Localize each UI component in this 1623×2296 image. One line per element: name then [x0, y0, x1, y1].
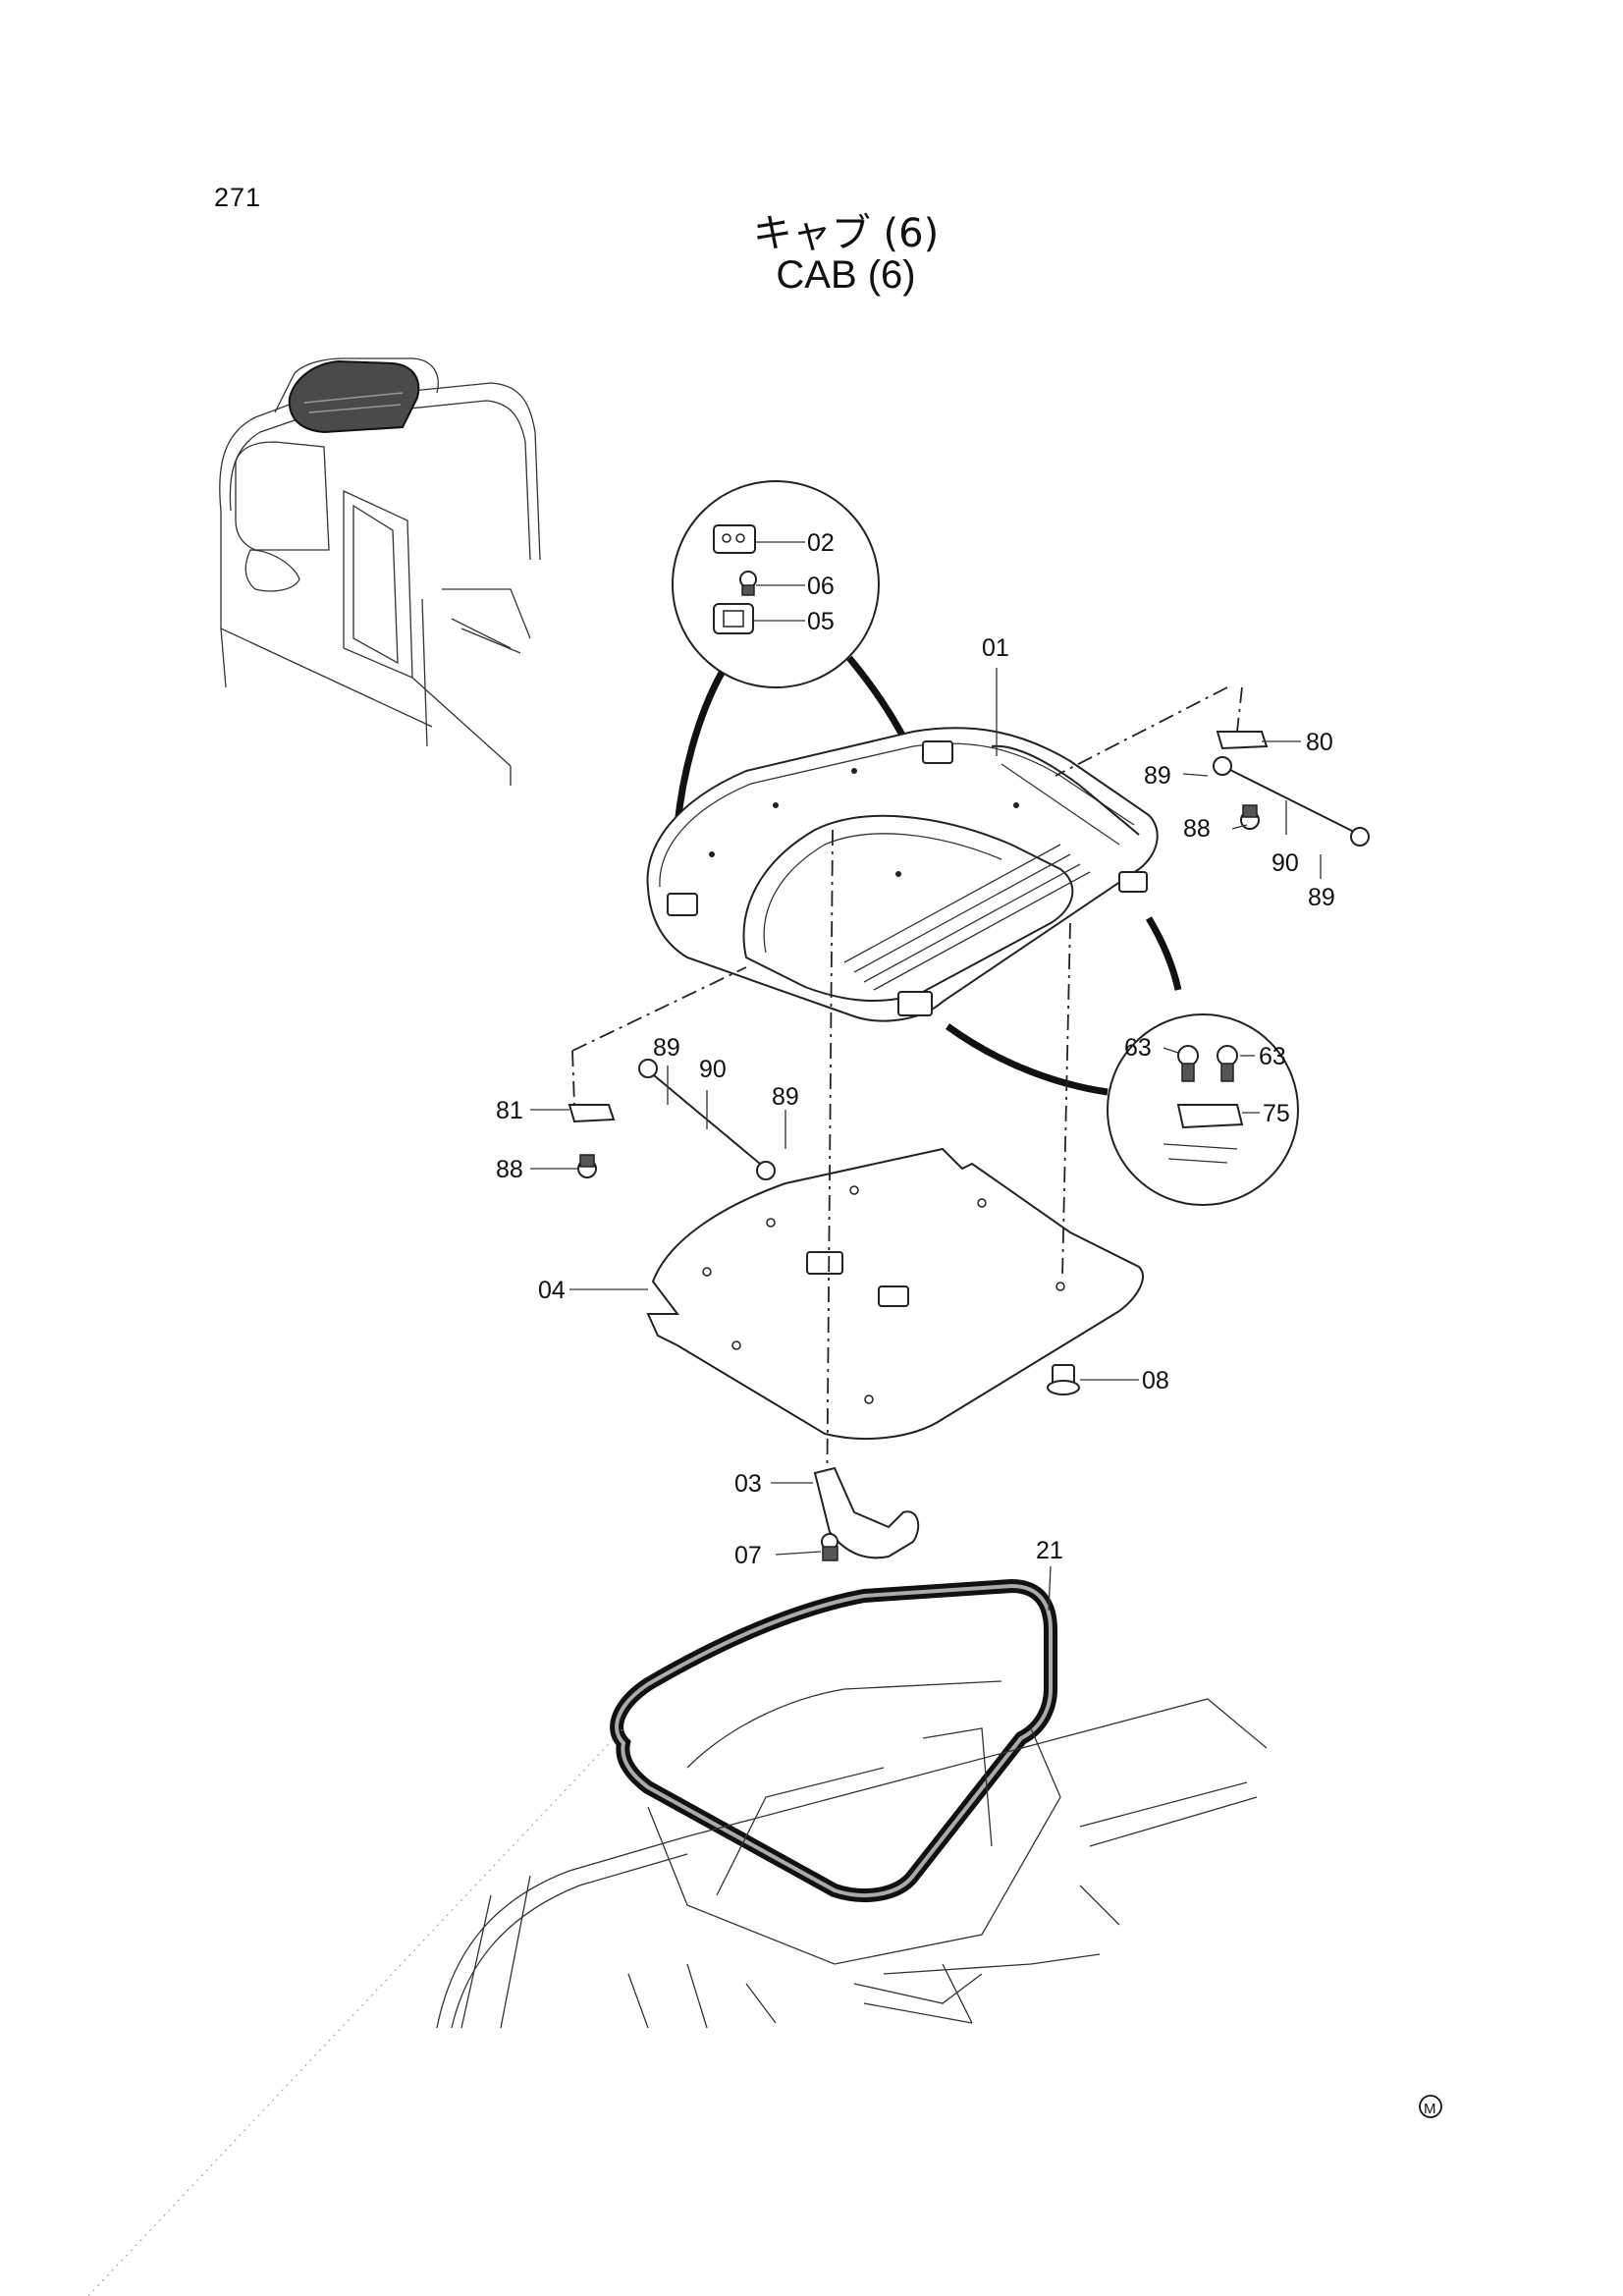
callout-05: 05	[807, 608, 835, 635]
callout-88-left: 88	[496, 1156, 523, 1183]
cab-overview-sketch	[219, 357, 541, 786]
callout-01: 01	[982, 634, 1009, 662]
cab-roof-sketch	[436, 1680, 1268, 2029]
bolt-08	[1047, 1364, 1080, 1395]
detail-circle-latch	[672, 480, 912, 826]
callout-63-right: 63	[1259, 1043, 1286, 1070]
bolt-07	[821, 1533, 839, 1561]
callout-07: 07	[734, 1542, 762, 1569]
ceiling-plate	[646, 829, 1144, 1523]
callout-21: 21	[1036, 1537, 1063, 1564]
callout-88-right: 88	[1183, 815, 1211, 843]
callout-90-left: 90	[699, 1056, 727, 1083]
title-japanese: キャブ (6)	[752, 211, 940, 256]
manufacturer-mark: M	[1419, 2095, 1442, 2118]
page-number: 271	[214, 183, 262, 212]
callout-63-left: 63	[1124, 1034, 1152, 1062]
grab-handle	[813, 1466, 920, 1559]
callout-04: 04	[538, 1277, 566, 1304]
gas-spring-left	[568, 966, 776, 1180]
callout-labels: 01 02 03 04 05 06 07 08 21 63 63 75 80 8…	[496, 529, 1335, 1569]
callout-02: 02	[807, 529, 835, 557]
callout-89-c: 89	[653, 1034, 680, 1062]
callout-80: 80	[1306, 729, 1333, 756]
callout-08: 08	[1142, 1367, 1169, 1394]
callout-81: 81	[496, 1097, 523, 1124]
callout-06: 06	[807, 573, 835, 600]
callout-75: 75	[1263, 1100, 1290, 1127]
callout-90-right: 90	[1271, 849, 1299, 877]
callout-89-a: 89	[1144, 762, 1171, 790]
callout-89-b: 89	[1308, 884, 1335, 911]
callout-leaders	[530, 668, 1322, 1612]
mark-letter: M	[1424, 2101, 1436, 2117]
gas-spring-right	[1055, 686, 1370, 847]
callout-89-d: 89	[772, 1083, 799, 1111]
hatch-seal	[610, 1578, 1057, 1902]
title-english: CAB (6)	[776, 253, 916, 297]
callout-03: 03	[734, 1470, 762, 1498]
roof-hatch-frame	[646, 727, 1159, 1022]
detail-circle-hinge	[945, 916, 1299, 1206]
